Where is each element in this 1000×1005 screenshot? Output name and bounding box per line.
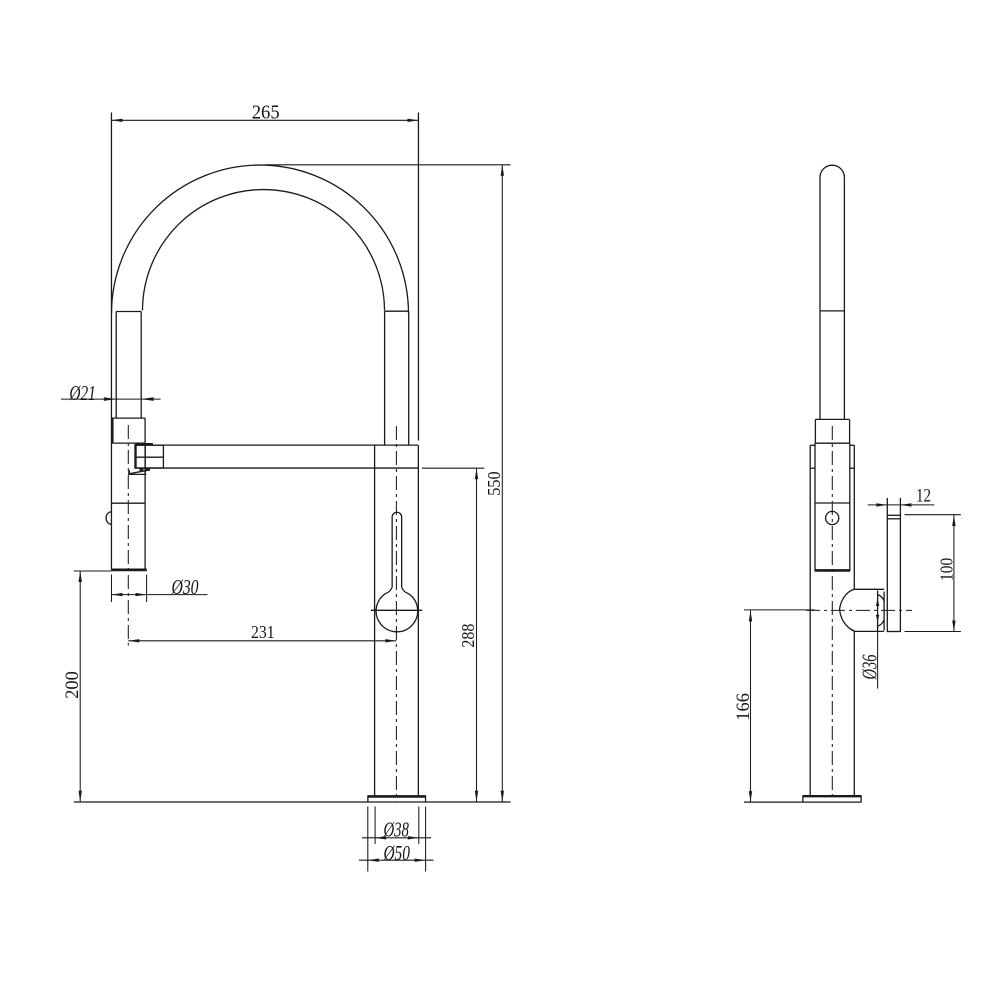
- svg-text:Ø36: Ø36: [857, 654, 881, 680]
- svg-text:265: 265: [252, 101, 280, 123]
- svg-text:200: 200: [63, 671, 83, 699]
- svg-text:166: 166: [733, 693, 754, 721]
- svg-text:231: 231: [251, 622, 275, 642]
- svg-text:Ø21: Ø21: [69, 381, 96, 405]
- svg-text:12: 12: [916, 487, 931, 507]
- svg-text:Ø50: Ø50: [383, 841, 411, 865]
- svg-text:100: 100: [936, 558, 956, 581]
- svg-text:Ø30: Ø30: [171, 575, 199, 599]
- svg-text:288: 288: [458, 624, 478, 648]
- svg-text:550: 550: [484, 471, 504, 495]
- svg-text:Ø38: Ø38: [383, 817, 410, 841]
